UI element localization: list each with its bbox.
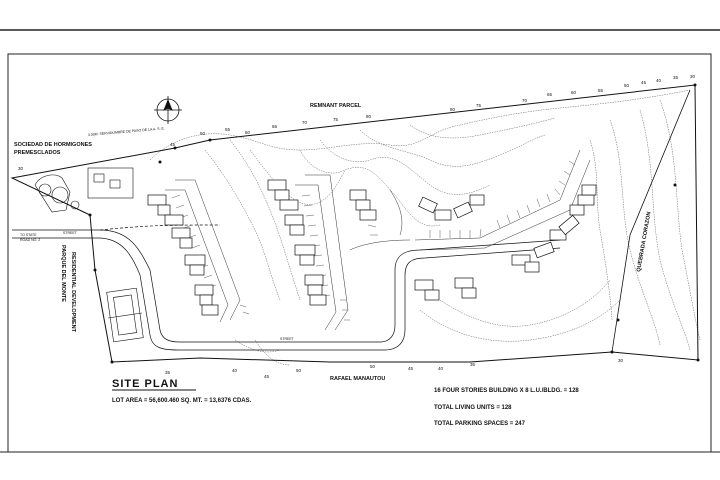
svg-text:35: 35 bbox=[470, 362, 476, 367]
building bbox=[184, 254, 206, 276]
svg-text:50: 50 bbox=[296, 368, 302, 373]
building bbox=[284, 214, 305, 236]
lot-area: LOT AREA = 56,600.460 SQ. MT. = 13,6376 … bbox=[112, 398, 252, 404]
building bbox=[349, 189, 377, 221]
svg-text:75: 75 bbox=[476, 103, 482, 108]
svg-text:30: 30 bbox=[18, 166, 24, 171]
north-arrow-icon bbox=[154, 96, 182, 124]
living-units-note: TOTAL LIVING UNITS = 128 bbox=[434, 405, 512, 411]
street-label-left: STREET bbox=[63, 231, 78, 235]
neighbor-label-line2: PREMESCLADOS bbox=[14, 150, 61, 156]
property-boundary bbox=[10, 84, 699, 363]
contour-lines bbox=[149, 89, 701, 366]
building bbox=[294, 244, 316, 266]
svg-text:40: 40 bbox=[656, 78, 662, 83]
svg-text:30: 30 bbox=[618, 358, 624, 363]
road-label: RAFAEL MANAUTOU bbox=[330, 376, 385, 382]
svg-text:45: 45 bbox=[264, 374, 270, 379]
building bbox=[414, 279, 440, 301]
building bbox=[304, 274, 327, 306]
building bbox=[511, 254, 540, 273]
svg-text:65: 65 bbox=[272, 124, 278, 129]
building bbox=[194, 284, 219, 316]
svg-text:80: 80 bbox=[450, 107, 456, 112]
buildings bbox=[147, 179, 597, 316]
remnant-parcel-label: REMNANT PARCEL bbox=[310, 103, 362, 109]
svg-text:30: 30 bbox=[690, 74, 696, 79]
elevation-labels-bottom: 35 40 45 50 50 45 40 35 30 30 bbox=[18, 166, 624, 379]
svg-text:50: 50 bbox=[200, 131, 206, 136]
parque-label-line1: PARQUE DEL MONTE bbox=[60, 245, 66, 302]
parque-label-line2: RESIDENTIAL DEVELOPMENT bbox=[70, 252, 76, 333]
parking-note: TOTAL PARKING SPACES = 247 bbox=[434, 421, 526, 427]
quebrada-label: QUEBRADA CORAZON bbox=[636, 211, 652, 272]
svg-text:55: 55 bbox=[598, 88, 604, 93]
building bbox=[418, 194, 485, 221]
parking-stalls bbox=[171, 160, 576, 321]
svg-text:40: 40 bbox=[438, 366, 444, 371]
svg-text:55: 55 bbox=[225, 127, 231, 132]
internal-roads bbox=[12, 224, 561, 351]
building bbox=[267, 179, 299, 211]
svg-text:75: 75 bbox=[333, 117, 339, 122]
svg-text:80: 80 bbox=[366, 114, 372, 119]
drawing-border bbox=[7, 53, 712, 453]
svg-text:35: 35 bbox=[673, 75, 679, 80]
street-label-bottom: STREET bbox=[280, 337, 295, 341]
svg-text:70: 70 bbox=[522, 98, 528, 103]
svg-text:45: 45 bbox=[641, 80, 647, 85]
neighbor-label-line1: SOCIEDAD DE HORMIGONES bbox=[14, 142, 92, 148]
buildings-note: 16 FOUR STORIES BUILDING X 8 L.U./BLDG. … bbox=[434, 388, 579, 394]
building bbox=[147, 194, 184, 226]
svg-text:50: 50 bbox=[624, 83, 630, 88]
building bbox=[171, 227, 193, 249]
easement-label: 3.00M. SERVIDUMBRE DE PASO DE LA A. S. E… bbox=[88, 126, 165, 137]
state-road-label-line2: ROAD NO. 2 bbox=[20, 238, 40, 242]
svg-text:65: 65 bbox=[547, 92, 553, 97]
svg-text:60: 60 bbox=[245, 130, 251, 135]
svg-text:35: 35 bbox=[165, 370, 171, 375]
svg-text:60: 60 bbox=[571, 90, 577, 95]
svg-text:45: 45 bbox=[170, 142, 176, 147]
building bbox=[577, 184, 597, 206]
svg-text:70: 70 bbox=[302, 120, 308, 125]
neighbor-facility bbox=[34, 167, 134, 213]
building bbox=[454, 277, 477, 299]
svg-text:50: 50 bbox=[370, 364, 376, 369]
state-road-label-line1: TO STATE bbox=[20, 233, 37, 237]
parking-rows bbox=[165, 149, 591, 331]
quebrada-line bbox=[611, 89, 691, 353]
plan-title: SITE PLAN bbox=[112, 378, 178, 390]
building bbox=[533, 229, 567, 259]
building bbox=[558, 204, 585, 236]
svg-text:45: 45 bbox=[408, 366, 414, 371]
tennis-court bbox=[106, 287, 144, 343]
elevation-labels-top: 45 50 55 60 65 70 75 80 80 75 70 65 60 5… bbox=[170, 74, 696, 147]
svg-text:40: 40 bbox=[232, 368, 238, 373]
